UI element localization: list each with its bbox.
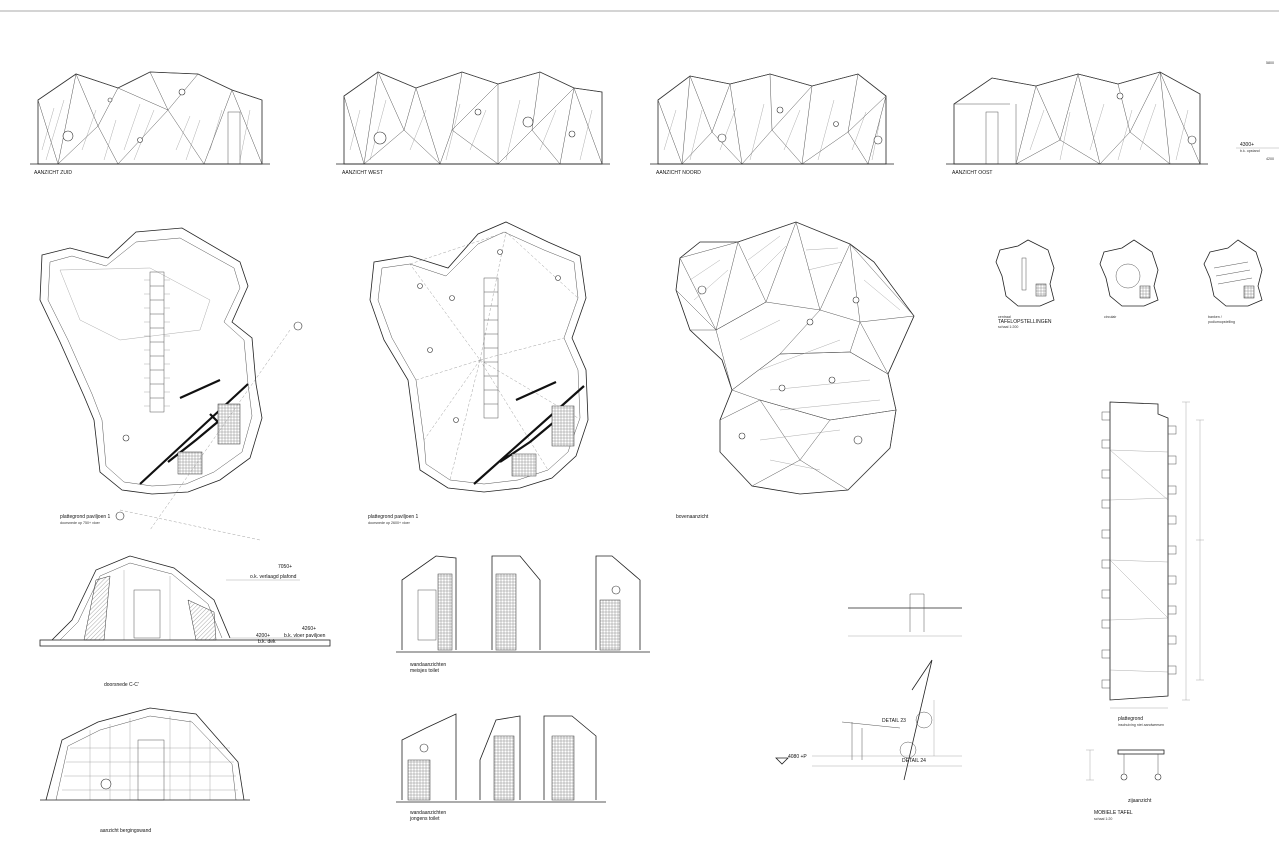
- setup-banken-title2: podiumopstelling: [1208, 320, 1235, 324]
- mobile-table-side: [1086, 749, 1165, 781]
- elevation-west: [336, 71, 610, 165]
- plan-top-view-title: bovenaanzicht: [676, 514, 709, 520]
- storage-wall-title: aanzicht bergingswand: [100, 828, 151, 834]
- elevation-label-noord: AANZICHT NOORD: [656, 170, 701, 176]
- setup-banken: [1203, 239, 1263, 307]
- mobile-table-side-title: zijaanzicht: [1128, 798, 1152, 804]
- level-dek-sub: b.k. dek: [258, 639, 276, 645]
- setup-banken-title: banken /: [1208, 315, 1222, 319]
- mobile-table-sub: schaal 1:20: [1094, 817, 1112, 821]
- level-vloer-sub: b.k. vloer paviljoen: [284, 633, 326, 639]
- elevation-noord: [650, 73, 894, 165]
- setup-centraal-title2: TAFELOPSTELLINGEN: [998, 319, 1052, 325]
- elevation-oost: [946, 71, 1208, 165]
- elevation-label-oost: AANZICHT OOST: [952, 170, 992, 176]
- level-dek: 4200+: [256, 633, 270, 639]
- level-vloer: 4260+: [302, 626, 316, 632]
- setup-circulair: [1099, 239, 1159, 307]
- detail-24-label: DETAIL 24: [902, 758, 926, 764]
- girls-toilet-walls: [396, 555, 650, 653]
- elevation-label-zuid: AANZICHT ZUID: [34, 170, 72, 176]
- mobile-table-plan: [1101, 401, 1204, 709]
- setup-centraal: [995, 239, 1055, 307]
- elevation-label-west: AANZICHT WEST: [342, 170, 383, 176]
- mobile-table-plan-sub: inschuiving niet aandweesen: [1118, 723, 1164, 727]
- setup-centraal-sub: schaal 1:200: [998, 325, 1018, 329]
- level-opstand: 4300+: [1240, 142, 1254, 148]
- girls-toilet-sub: meisjes toilet: [410, 668, 440, 674]
- plan-top-view: [675, 221, 915, 495]
- detail-table-section: [812, 593, 962, 781]
- section-cc-title: doorsnede C-C': [104, 682, 139, 688]
- plan-1-sub: doorsnede op 750+ vloer: [60, 521, 101, 525]
- storage-wall-elevation: [40, 707, 250, 801]
- mobile-table-plan-title: plattegrond: [1118, 716, 1143, 722]
- plan-2-sub: doorsnede op 2600+ vloer: [368, 521, 411, 525]
- boys-toilet-walls: [396, 713, 606, 803]
- level-marker: [775, 757, 789, 765]
- detail-23-label: DETAIL 23: [882, 718, 906, 724]
- girls-toilet-title: wandaanzichten: [410, 662, 446, 668]
- elevation-zuid: [30, 71, 270, 165]
- level-plafond-sub: o.k. verlaagd plafond: [250, 574, 297, 580]
- level-plafond: 7050+: [278, 564, 292, 570]
- level-opstand-sub: b.k. opstand: [1240, 149, 1260, 153]
- mobile-table-title: MOBIELE TAFEL: [1094, 810, 1133, 816]
- plan-1-title: plattegrond paviljoen 1: [60, 514, 111, 520]
- setup-circulair-title: circulair: [1104, 315, 1117, 319]
- section-cc: [39, 555, 331, 647]
- plan-1: [39, 227, 303, 541]
- level-tafel: 4080 +P: [788, 754, 807, 760]
- boys-toilet-title: wandaanzichten: [410, 810, 446, 816]
- setup-centraal-title: centraal: [998, 315, 1011, 319]
- level-top: 5800: [1266, 61, 1274, 65]
- plan-2: [369, 221, 589, 493]
- boys-toilet-sub: jongens toilet: [409, 816, 440, 822]
- plan-2-title: plattegrond paviljoen 1: [368, 514, 419, 520]
- level-right-small: 4200: [1266, 157, 1274, 161]
